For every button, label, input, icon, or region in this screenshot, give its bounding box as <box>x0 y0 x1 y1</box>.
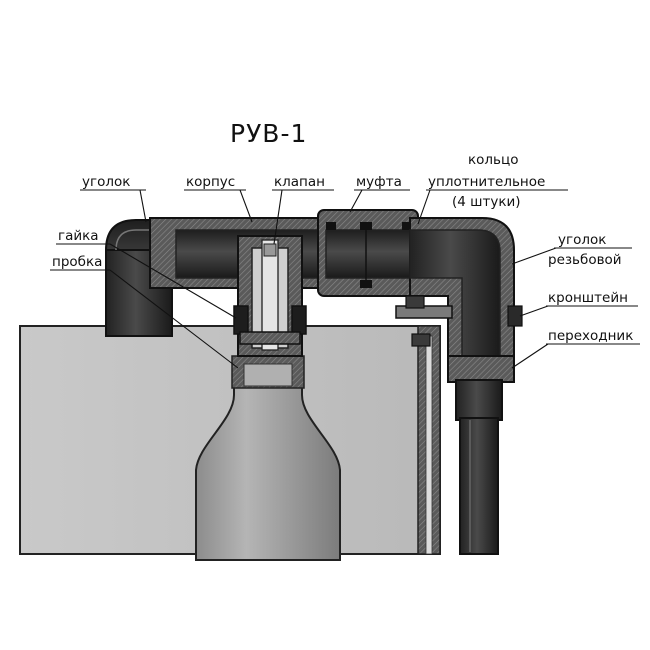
callouts: уголок корпус клапан муфта кольцо уплотн… <box>50 152 640 369</box>
label-klapan: клапан <box>274 174 325 190</box>
label-koltso-line3: (4 штуки) <box>452 194 521 210</box>
bottle <box>195 355 341 561</box>
right-threaded-elbow <box>409 217 515 361</box>
coupling <box>317 209 419 297</box>
label-perekhodnik: переходник <box>548 328 633 344</box>
label-koltso-line2: уплотнительное <box>428 174 545 190</box>
label-ugolok: уголок <box>82 174 130 190</box>
label-koltso-line1: кольцо <box>468 152 518 168</box>
label-ugolok-rezb-line2: резьбовой <box>548 252 622 268</box>
label-ugolok-rezb-line1: уголок <box>558 232 606 248</box>
label-probka: пробка <box>52 254 102 270</box>
label-mufta: муфта <box>356 174 402 190</box>
valve-assembly <box>233 235 307 357</box>
diagram-title: РУВ-1 <box>230 119 307 148</box>
adapter-down-pipe <box>447 355 515 555</box>
label-korpus: корпус <box>186 174 235 190</box>
bracket <box>395 295 523 347</box>
label-kronshtein: кронштейн <box>548 290 628 306</box>
label-gaika: гайка <box>58 228 99 244</box>
